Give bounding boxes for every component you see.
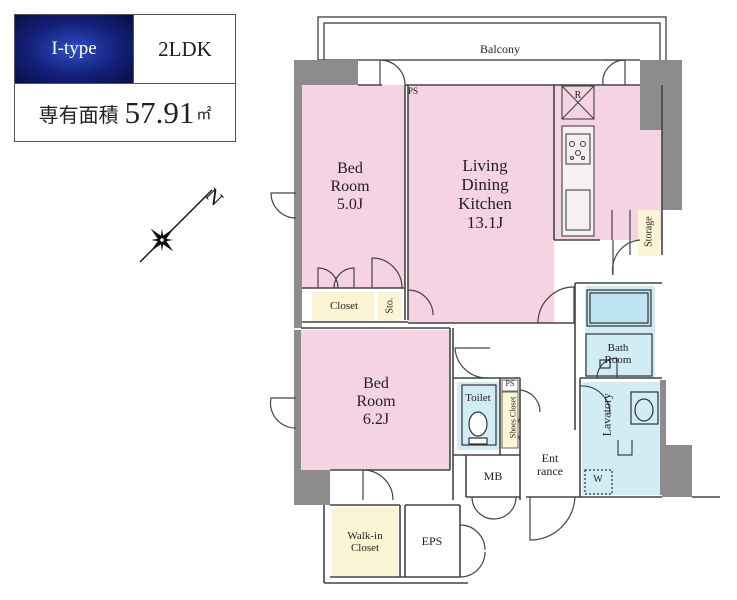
ps-label-2: PS <box>505 379 515 388</box>
ldk-area <box>408 85 554 323</box>
storage-label: Storage <box>643 216 655 247</box>
kitchen-fixtures <box>561 85 595 237</box>
storage <box>638 210 660 256</box>
layout-label: 2LDK <box>158 36 212 61</box>
refrigerator-label: R <box>574 90 582 101</box>
balcony <box>317 16 667 61</box>
shoes-closet-label: Shoes Closet <box>508 396 518 439</box>
shoes-closet-fixture <box>501 379 519 449</box>
ps-label-1: PS <box>407 86 418 96</box>
area-value: 57.91 <box>124 95 195 130</box>
unit-type-label: I-type <box>51 38 97 59</box>
unit-info-box: I-type 2LDK 専有面積 57.91 ㎡ <box>14 14 236 142</box>
mb-label: MB <box>483 469 503 483</box>
washer-label: W <box>593 474 603 485</box>
unit-type-badge: I-type <box>15 15 133 83</box>
area-row: 専有面積 57.91 ㎡ <box>15 83 235 142</box>
walk-in-closet <box>332 507 398 577</box>
compass-icon: N <box>139 185 227 263</box>
doors <box>269 59 641 578</box>
lavatory-label: Lavatory <box>599 393 614 437</box>
bed-room-1 <box>300 85 405 288</box>
storage-small-label: Sto. <box>384 297 396 314</box>
structural-walls <box>294 60 692 505</box>
closet-label: Closet <box>329 300 359 312</box>
area-label: 専有面積 <box>38 102 119 127</box>
bath-fixtures <box>461 289 659 495</box>
bed-room-2 <box>300 330 450 470</box>
area-unit: ㎡ <box>196 106 212 123</box>
eps-label: EPS <box>421 534 443 548</box>
layout-cell: 2LDK <box>133 15 236 83</box>
closet <box>312 292 374 322</box>
storage-small <box>378 292 402 322</box>
balcony-label: Balcony <box>480 42 520 56</box>
toilet-label: Toilet <box>465 392 491 404</box>
